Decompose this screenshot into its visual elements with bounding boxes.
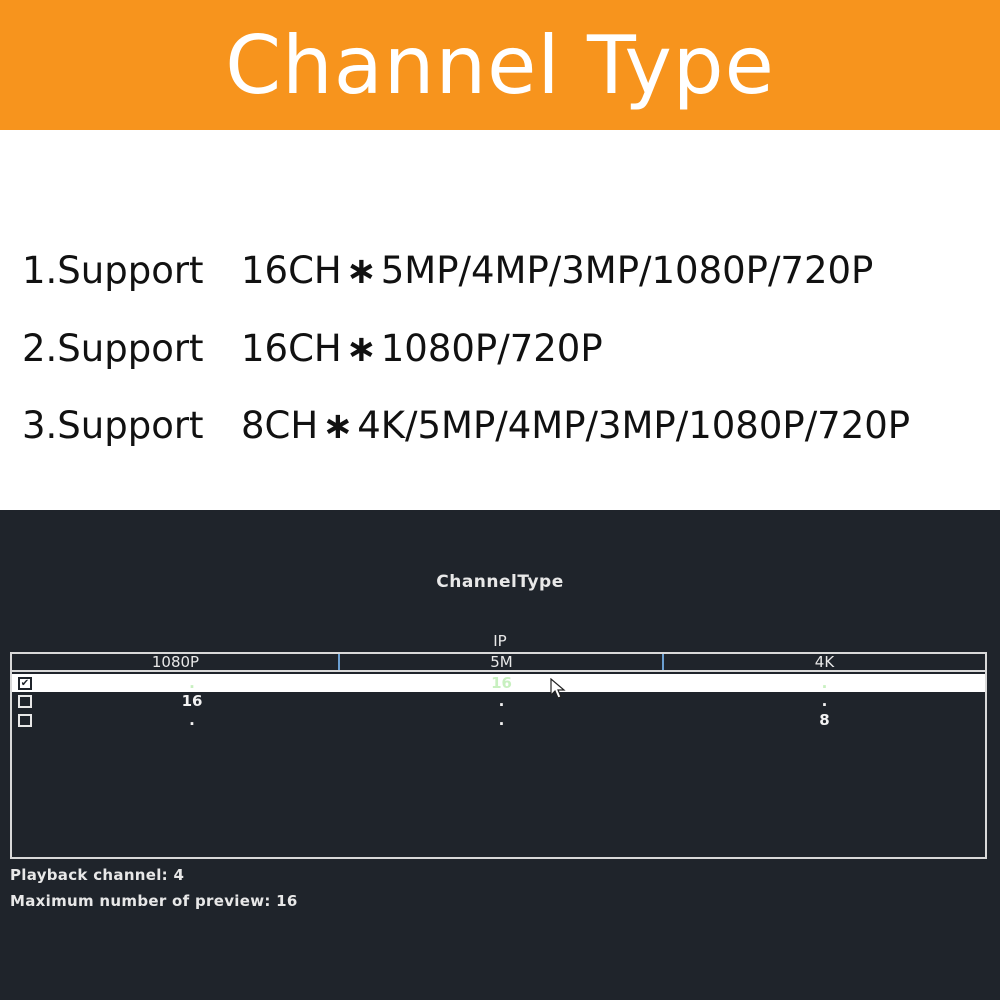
cell-1080p: . [189,711,195,729]
row-checkbox[interactable] [18,695,32,708]
support-resolutions: 1080P/720P [380,326,603,370]
support-resolutions: 4K/5MP/4MP/3MP/1080P/720P [357,403,911,447]
cell-5m: . [498,692,505,710]
column-separator [338,654,340,670]
max-preview-text: Maximum number of preview: 16 [10,892,298,910]
row-checkbox[interactable] [18,714,32,727]
support-label: 1.Support [22,248,204,292]
star-separator: ∗ [345,326,377,370]
ip-group-label: IP [493,632,507,650]
banner-title: Channel Type [225,18,775,112]
dvr-screen: ChannelType IP 1080P 5M 4K ✔ . 16 . 16 .… [0,510,1000,1000]
row-checkbox[interactable]: ✔ [18,677,32,690]
table-row[interactable]: 16 . . [12,692,985,710]
channel-type-table: 1080P 5M 4K ✔ . 16 . 16 . . . . 8 [10,652,987,859]
cell-1080p: 16 [181,692,203,710]
cell-4k: . [821,674,828,692]
table-header: 1080P 5M 4K [12,654,985,672]
cell-1080p: . [189,674,195,692]
support-channels: 16CH [241,248,342,292]
column-header-5m: 5M [490,653,513,671]
support-channels: 16CH [241,326,342,370]
title-banner: Channel Type [0,0,1000,130]
table-row[interactable]: ✔ . 16 . [12,674,985,692]
star-separator: ∗ [345,248,377,292]
support-line-2: 2.Support 16CH ∗ 1080P/720P [22,318,603,378]
support-line-3: 3.Support 8CH ∗ 4K/5MP/4MP/3MP/1080P/720… [22,395,910,455]
mouse-pointer-icon [550,678,566,699]
table-row[interactable]: . . 8 [12,711,985,729]
playback-channel-text: Playback channel: 4 [10,866,185,884]
support-line-1: 1.Support 16CH ∗ 5MP/4MP/3MP/1080P/720P [22,240,873,300]
cell-4k: 8 [819,711,830,729]
star-separator: ∗ [322,403,354,447]
cell-5m: 16 [491,674,512,692]
column-header-1080p: 1080P [151,653,200,671]
column-header-4k: 4K [814,653,835,671]
support-label: 3.Support [22,403,204,447]
dialog-title: ChannelType [436,572,564,592]
support-label: 2.Support [22,326,204,370]
cell-5m: . [498,711,505,729]
column-separator [662,654,664,670]
support-channels: 8CH [241,403,319,447]
support-resolutions: 5MP/4MP/3MP/1080P/720P [380,248,874,292]
cell-4k: . [821,692,828,710]
